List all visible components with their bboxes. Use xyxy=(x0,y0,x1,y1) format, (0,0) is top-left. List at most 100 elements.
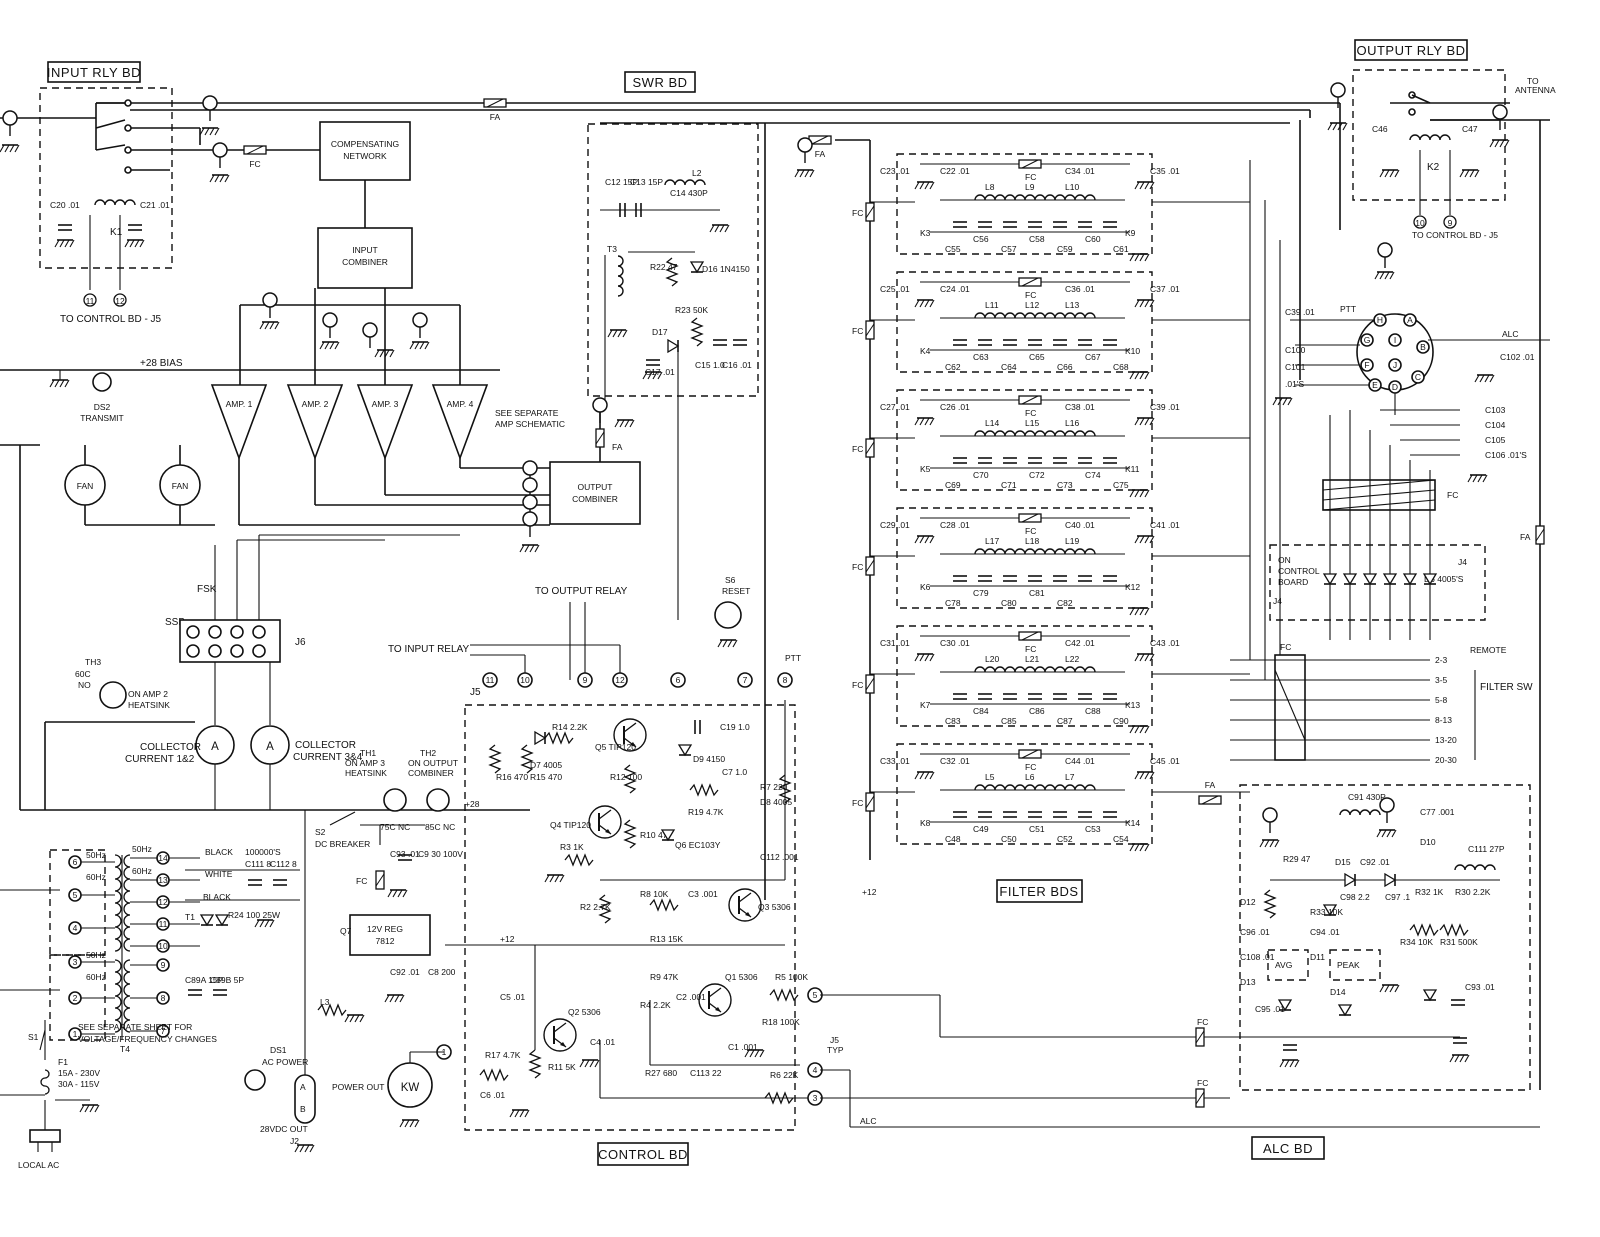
filter-cap-bottom: C56 xyxy=(973,234,989,244)
r34-label: D13 xyxy=(1240,977,1256,987)
antenna-label: ANTENNA xyxy=(1515,85,1556,95)
filter-relay-right: K14 xyxy=(1125,818,1140,828)
c7-label: C7 1.0 xyxy=(722,767,747,777)
filter-cap-bottom: C58 xyxy=(1029,234,1045,244)
on-control-line2: CONTROL xyxy=(1278,566,1320,576)
ds1-label: DS1 xyxy=(270,1045,287,1055)
filter-cap-top: C24 .01 xyxy=(940,284,970,294)
t1-secondary-tap-label: 9 xyxy=(161,960,166,970)
avg-label: AVG xyxy=(1275,960,1292,970)
filter-cap-bottom: C85 xyxy=(1001,716,1017,726)
collector-12-line1: COLLECTOR xyxy=(140,742,201,753)
t1-primary-tap-label: 2 xyxy=(73,993,78,1003)
d10-label: D15 xyxy=(1335,857,1351,867)
amp-3-label: AMP. 3 xyxy=(372,399,399,409)
filter-inductor-label: L15 xyxy=(1025,418,1039,428)
filter-cap-bottom: C61 xyxy=(1113,244,1129,254)
ds1-ac-power: AC POWER xyxy=(262,1057,308,1067)
c1-label: C1 .001 xyxy=(728,1042,758,1052)
fc-label-input: FC xyxy=(249,159,260,169)
c92a-label: C92 .01 xyxy=(390,967,420,977)
c4-label: C4 .01 xyxy=(590,1037,615,1047)
r22-label: R22 47 xyxy=(650,262,678,272)
output-relay-board: OUTPUT RLY BD TO ANTENNA K2 C46 C47 10 9… xyxy=(1327,39,1556,280)
filter-cap-bottom: C80 xyxy=(1001,598,1017,608)
c93a-label: C93 .01 xyxy=(390,849,420,859)
th1-line2: ON AMP 3 xyxy=(345,758,385,768)
c106-label: C106 .01'S xyxy=(1485,450,1527,460)
t1-secondary-tap-label: 8 xyxy=(161,993,166,1003)
c21-label: C21 .01 xyxy=(140,200,170,210)
c111-label: C89A 15P xyxy=(185,975,224,985)
freq-label: 50Hz xyxy=(132,844,152,854)
c13-label: C13 15P xyxy=(630,177,663,187)
f1-115: 30A - 115V xyxy=(58,1079,100,1089)
input-relay-board-title: INPUT RLY BD xyxy=(47,65,141,80)
c108-label: C93 .01 xyxy=(1465,982,1495,992)
output-combiner-block xyxy=(549,461,641,525)
fc-label-alc2: FC xyxy=(1197,1078,1208,1088)
filter-relay-left: K5 xyxy=(920,464,931,474)
c3-label: C3 .001 xyxy=(688,889,718,899)
alc-label-remote: ALC xyxy=(1502,329,1519,339)
control-pin-label: 11 xyxy=(486,675,495,685)
filter-cap-bottom: C67 xyxy=(1085,352,1101,362)
band-8-13: 8-13 xyxy=(1435,715,1452,725)
q6-label: Q6 EC103Y xyxy=(675,840,721,850)
control-board-title: CONTROL BD xyxy=(598,1147,688,1162)
filter-cap-top: C31 .01 xyxy=(880,638,910,648)
remote-label: REMOTE xyxy=(1470,645,1507,655)
d15-label: C97 .1 xyxy=(1385,892,1410,902)
filter-fc-mid: FC xyxy=(1025,408,1036,418)
th2-line3: COMBINER xyxy=(408,768,454,778)
t1-primary-tap-label: 5 xyxy=(73,890,78,900)
ds2-label: DS2 xyxy=(94,402,111,412)
r13-label: R13 15K xyxy=(650,934,683,944)
input-combiner-line2: COMBINER xyxy=(342,257,388,267)
conn-pin-f: F xyxy=(1364,360,1369,370)
input-relay-board: INPUT RLY BD K1 C20 .01 C21 .01 11 12 TO… xyxy=(0,61,267,325)
t4-label: C91 430P xyxy=(1348,792,1386,802)
on-control-line3: BOARD xyxy=(1278,577,1308,587)
band-3-5: 3-5 xyxy=(1435,675,1448,685)
filter-cap-bottom: C54 xyxy=(1113,834,1129,844)
swr-board-title: SWR BD xyxy=(633,75,688,90)
filter-relay-right: K9 xyxy=(1125,228,1136,238)
r32-label: R34 10K xyxy=(1400,937,1433,947)
s6-label: S6 xyxy=(725,575,736,585)
control-pin-label: 9 xyxy=(583,675,588,685)
filter-cap-bottom: C62 xyxy=(945,362,961,372)
r2-label: R2 2.7K xyxy=(580,902,611,912)
r15-label: R15 470 xyxy=(530,772,562,782)
conn-pin-d: D xyxy=(1392,382,1398,392)
j4-label-left: J4 xyxy=(1273,596,1282,606)
control-board: CONTROL BD TO OUTPUT RELAY TO INPUT RELA… xyxy=(388,575,1540,1166)
k1-label: K1 xyxy=(110,227,123,238)
th1-rating: 75C NC xyxy=(380,822,410,832)
fa-label-alc: FA xyxy=(1205,780,1216,790)
t3-label: T3 xyxy=(607,244,617,254)
t1-note-line2: VOLTAGE/FREQUENCY CHANGES xyxy=(78,1034,217,1044)
c5-label: C5 .01 xyxy=(500,992,525,1002)
fan-1-label: FAN xyxy=(77,481,94,491)
c20-label: C20 .01 xyxy=(50,200,80,210)
filter-cap-top: C23 .01 xyxy=(880,166,910,176)
collector-34-line2: CURRENT 3&4 xyxy=(293,752,363,763)
filter-cap-top: C40 .01 xyxy=(1065,520,1095,530)
alc-board: ALC BD C91 430P C77 .001 D10 C111 27P R3… xyxy=(1230,784,1531,1160)
filter-cap-top: C41 .01 xyxy=(1150,520,1180,530)
filter-relay-left: K4 xyxy=(920,346,931,356)
filter-inductor-label: L8 xyxy=(985,182,995,192)
control-pin xyxy=(612,672,628,688)
filter-cap-bottom: C68 xyxy=(1113,362,1129,372)
collector-12-line2: CURRENT 1&2 xyxy=(125,754,195,765)
j5-typ-line2: TYP xyxy=(827,1045,844,1055)
control-pin xyxy=(777,672,793,688)
ptt-label-control: PTT xyxy=(785,653,801,663)
ammeter-1-label: A xyxy=(211,741,219,753)
plus28-label: +28 xyxy=(465,799,480,809)
th2-label: TH2 xyxy=(420,748,436,758)
freq-label: 60Hz xyxy=(86,972,106,982)
fa-label-filter: FA xyxy=(815,149,826,159)
th1-label: TH1 xyxy=(360,748,376,758)
